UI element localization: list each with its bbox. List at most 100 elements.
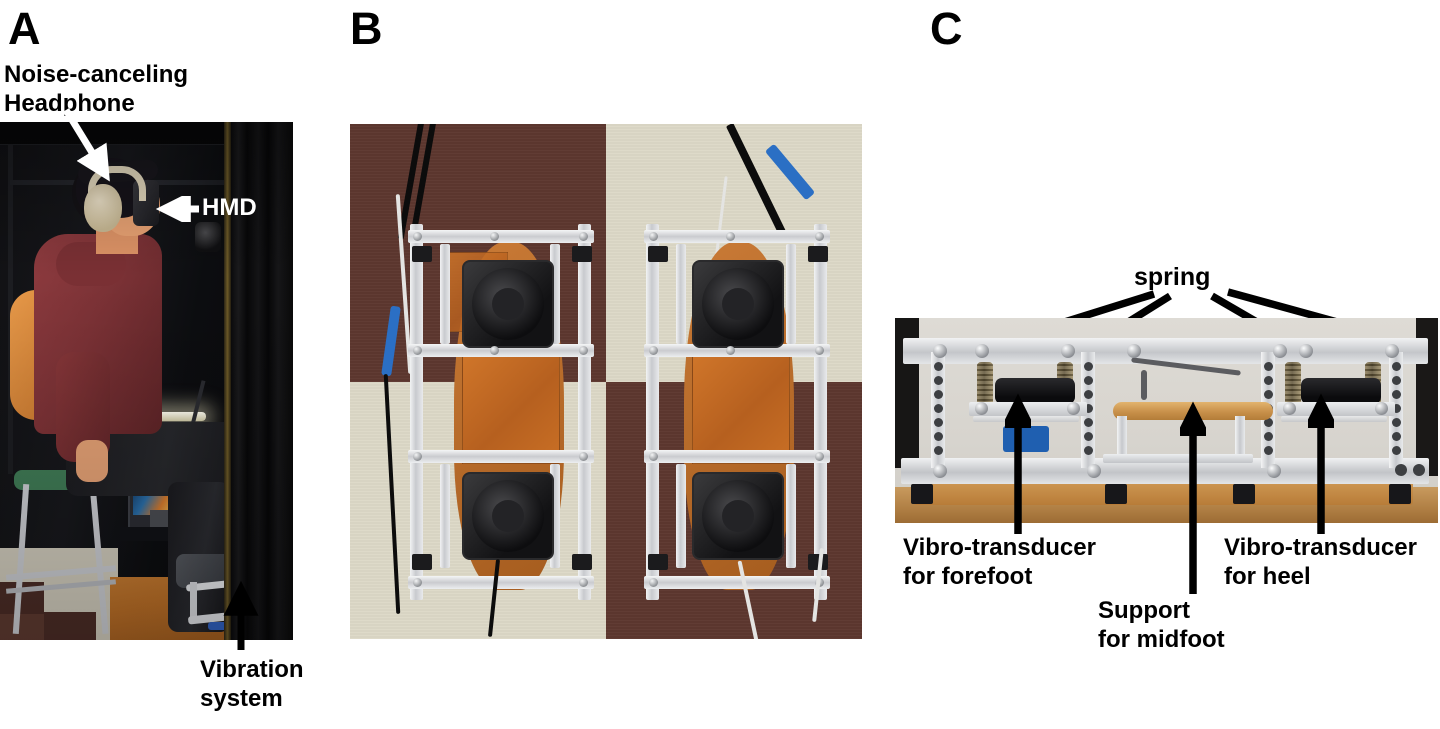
aluminum-strut-left-a	[440, 244, 450, 344]
aluminum-crossbar-left-4	[408, 576, 594, 589]
aluminum-crossbar-right-2	[644, 344, 830, 357]
floor-tile-dark-3	[0, 614, 44, 640]
label-vibration-system: Vibration system	[200, 656, 304, 712]
aluminum-strut-right-b	[786, 244, 796, 344]
transducer-dome	[492, 500, 524, 532]
participant-hand	[76, 440, 108, 482]
panel-letter-c: C	[930, 3, 962, 54]
bolt	[649, 232, 658, 241]
transducer-dome	[722, 500, 754, 532]
bolt	[413, 452, 422, 461]
vibro-transducer-right-forefoot	[692, 260, 784, 348]
wood-midfoot-plate-left	[462, 352, 560, 464]
bolt	[579, 346, 588, 355]
bolt	[579, 452, 588, 461]
desk-lamp	[128, 412, 206, 421]
vibration-device-right	[636, 224, 846, 604]
bolt	[815, 346, 824, 355]
bolt	[1127, 344, 1141, 358]
aluminum-rail-right-inner	[646, 224, 659, 600]
bolt	[1067, 402, 1080, 415]
bolt	[726, 346, 735, 355]
bolt	[1385, 344, 1399, 358]
wall-camera	[195, 222, 221, 252]
aluminum-strut-right-d	[786, 464, 796, 568]
bolt	[413, 232, 422, 241]
aluminum-strut-left-b	[550, 244, 560, 344]
midfoot-base-plate	[1103, 454, 1253, 463]
bolt	[933, 344, 947, 358]
label-vibro-transducer-heel: Vibro-transducer for heel	[1224, 534, 1417, 590]
floor-tile-dark-2	[44, 612, 96, 640]
label-support-for-midfoot: Support for midfoot	[1098, 597, 1225, 653]
blackout-curtain	[231, 122, 293, 640]
vibro-transducer-right-heel	[692, 472, 784, 560]
headphone-band	[88, 166, 146, 201]
bolt	[975, 402, 988, 415]
label-hmd: HMD	[202, 194, 257, 221]
bolt-hole	[1395, 464, 1407, 476]
rig-foot-1	[911, 484, 933, 504]
label-vibro-transducer-forefoot: Vibro-transducer for forefoot	[903, 534, 1096, 590]
vibro-transducer-left-heel	[462, 472, 554, 560]
aluminum-strut-right-c	[676, 464, 686, 568]
clamp-right-3	[648, 554, 668, 570]
hole-column-1	[934, 362, 943, 462]
clamp-right-1	[648, 246, 668, 262]
aluminum-crossbar-right-3	[644, 450, 830, 463]
bolt-hole	[1413, 464, 1425, 476]
bolt	[1375, 402, 1388, 415]
spring-right-1	[1285, 362, 1301, 406]
aluminum-rail-left-inner	[578, 224, 591, 600]
transducer-dome	[492, 288, 524, 320]
transducer-mount-plate-right	[1277, 402, 1395, 416]
bolt	[649, 452, 658, 461]
bolt	[579, 578, 588, 587]
aluminum-rail-left-outer	[410, 224, 423, 600]
hole-column-4	[1392, 362, 1401, 462]
vibro-transducer-heel-unit	[1301, 378, 1381, 404]
bolt	[490, 232, 499, 241]
label-spring: spring	[1134, 263, 1211, 291]
aluminum-rail-right-outer	[814, 224, 827, 600]
hole-column-2	[1084, 362, 1093, 462]
transducer-under-plate-right	[1281, 416, 1387, 422]
bolt	[1273, 344, 1287, 358]
clamp-left-4	[572, 554, 592, 570]
bolt	[1061, 344, 1075, 358]
blue-component	[1003, 426, 1049, 452]
vibro-transducer-forefoot-unit	[995, 378, 1075, 404]
vibration-device-left	[400, 224, 610, 604]
panel-c-photograph	[895, 318, 1438, 523]
panel-letter-a: A	[8, 3, 40, 54]
aluminum-crossbar-right-4	[644, 576, 830, 589]
clamp-left-1	[412, 246, 432, 262]
headphone-earcup	[84, 184, 122, 232]
bolt	[649, 578, 658, 587]
curtain-edge-trim	[224, 122, 231, 640]
clamp-left-3	[412, 554, 432, 570]
clamp-left-2	[572, 246, 592, 262]
bolt	[649, 346, 658, 355]
panel-b-photograph	[350, 124, 862, 639]
transducer-dome	[722, 288, 754, 320]
bolt	[579, 232, 588, 241]
midfoot-support-post-left	[1117, 416, 1127, 462]
vibro-transducer-left-forefoot	[462, 260, 554, 348]
support-for-midfoot-bar	[1113, 402, 1273, 420]
bolt	[815, 232, 824, 241]
bolt	[933, 464, 947, 478]
aluminum-strut-left-c	[440, 464, 450, 568]
spring-left-1	[977, 362, 993, 406]
aluminum-crossbar-right-1	[644, 230, 830, 243]
transducer-under-plate-left	[973, 416, 1079, 422]
wood-midfoot-plate-right	[692, 352, 790, 464]
aluminum-strut-right-a	[676, 244, 686, 344]
aluminum-strut-left-d	[550, 464, 560, 568]
bolt	[413, 578, 422, 587]
bolt	[1087, 464, 1101, 478]
rig-foot-4	[1389, 484, 1411, 504]
bolt	[413, 346, 422, 355]
midfoot-support-post-right	[1235, 416, 1245, 462]
rig-foot-3	[1233, 484, 1255, 504]
